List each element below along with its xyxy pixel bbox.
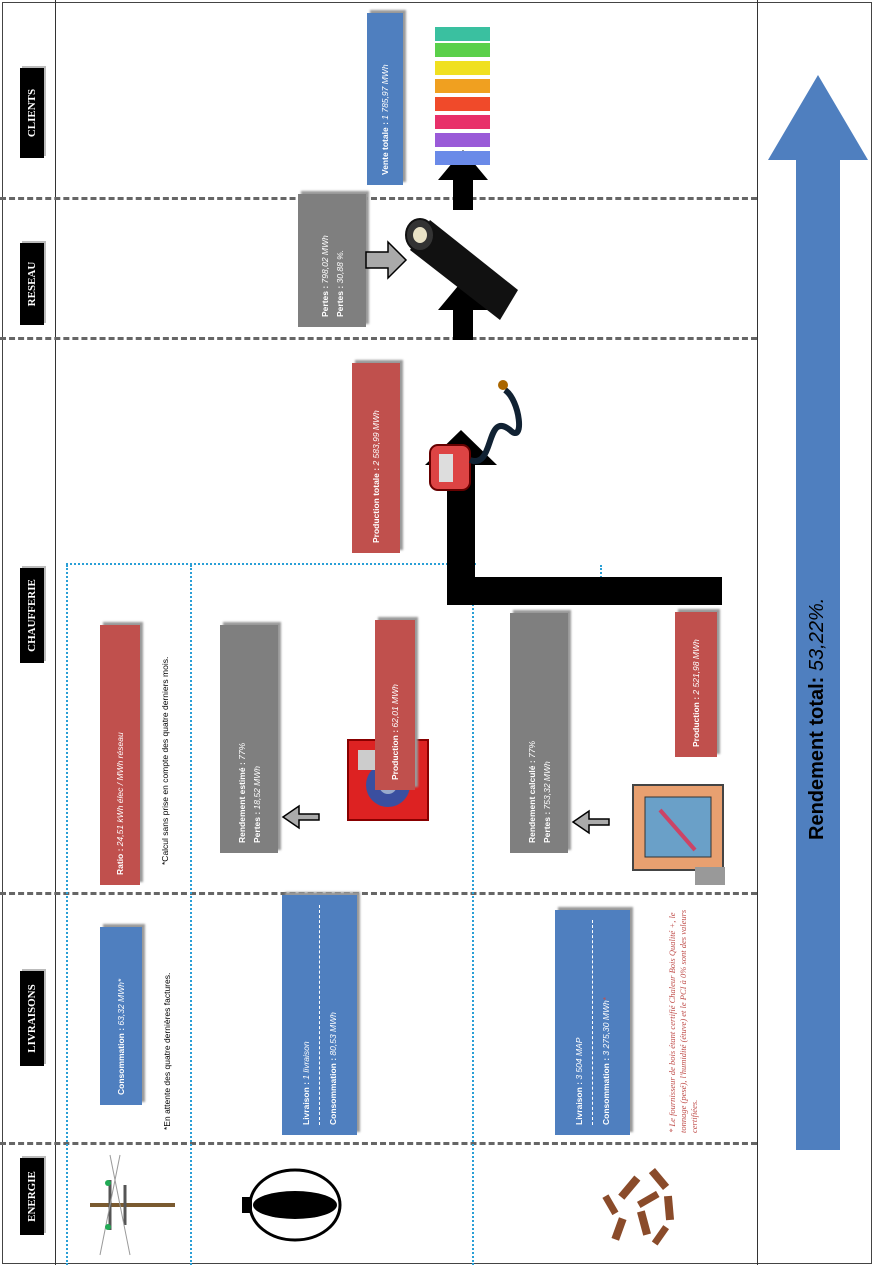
- fioul-production-value: 62,01 MWh: [390, 684, 400, 728]
- header-livraisons: LIVRAISONS: [20, 971, 44, 1066]
- power-pole-icon: [90, 1154, 175, 1256]
- header-reseau: RESEAU: [20, 243, 44, 325]
- reseau-pertes2-value: 30,88 %.: [334, 249, 345, 284]
- insulated-pipe-icon: [405, 218, 518, 320]
- elec-note: *En attente des quatre dernières facture…: [162, 972, 172, 1130]
- bois-production-box: Production : 2 521,98 MWh: [675, 612, 717, 757]
- bois-conso-value: 3 275,30 MWh: [601, 1000, 611, 1056]
- fioul-rendement-value: 77%: [236, 742, 247, 760]
- header-separator: [55, 0, 56, 1265]
- fuel-tank-icon: [242, 1168, 342, 1242]
- dotted-divider: [66, 563, 476, 565]
- wood-boiler-icon: [632, 784, 725, 885]
- fioul-production-label: Production :: [390, 727, 400, 780]
- reseau-loss-arrow: [365, 240, 408, 280]
- bois-loss-arrow: [571, 809, 610, 835]
- column-divider: [0, 1142, 757, 1145]
- reseau-pertes1-value: 798,02 MWh: [319, 235, 330, 284]
- fioul-pertes-label: Pertes :: [251, 809, 262, 843]
- elec-conso-value: 63,32 MWh*: [116, 978, 126, 1026]
- rendement-total-text: Rendement total: 53,22%.: [806, 598, 829, 840]
- bois-footnote: * Le fournisseur de bois étant certifié …: [667, 909, 699, 1133]
- dotted-divider: [472, 565, 474, 1265]
- heat-meter-icon: [429, 380, 523, 491]
- bois-livraison-value: 3 504 MAP: [574, 1037, 584, 1080]
- reseau-pertes-box: Pertes : 798,02 MWh Pertes : 30,88 %.: [298, 194, 366, 327]
- production-totale-label: Production totale :: [371, 465, 381, 543]
- bois-production-label: Production :: [691, 694, 701, 747]
- dotted-divider: [190, 565, 192, 1265]
- vente-totale-box: Vente totale : 1 785,97 MWh: [367, 13, 403, 185]
- production-totale-value: 2 583,99 MWh: [371, 410, 381, 466]
- bois-conso-label: Consommation :: [601, 1055, 611, 1125]
- reseau-pertes1-label: Pertes :: [319, 283, 330, 317]
- vente-label: Vente totale :: [380, 119, 390, 175]
- elec-consumption-box: Consommation : 63,32 MWh*: [100, 927, 142, 1105]
- rendement-total-arrow: [768, 75, 868, 1150]
- fioul-delivery-box: Livraison : 1 livraison Consommation : 8…: [282, 895, 357, 1135]
- dotted-divider: [66, 565, 68, 1265]
- fioul-conso-label: Consommation :: [328, 1055, 338, 1125]
- ratio-value: 24,51 kWh élec / MWh réseau: [115, 732, 125, 847]
- fioul-conso-value: 80,53 MWh: [328, 1012, 338, 1056]
- fioul-livraison-value: 1 livraison: [301, 1041, 311, 1080]
- bois-production-value: 2 521,98 MWh: [691, 639, 701, 695]
- fioul-loss-arrow: [281, 804, 320, 830]
- header-chaufferie: CHAUFFERIE: [20, 568, 44, 663]
- rendement-total-value: 53,22%.: [806, 597, 828, 672]
- flow-arrow: [438, 150, 488, 210]
- bois-rendement-value: 77%: [526, 740, 537, 758]
- ratio-box: Ratio : 24,51 kWh élec / MWh réseau: [100, 625, 140, 885]
- summary-separator: [757, 0, 758, 1265]
- column-divider: [0, 337, 757, 340]
- column-divider: [0, 892, 757, 895]
- fioul-rendement-box: Rendement estimé : 77% Pertes : 18,52 MW…: [220, 625, 278, 853]
- bois-rendement-label: Rendement calculé :: [526, 757, 537, 843]
- bois-delivery-box: Livraison : 3 504 MAP Consommation : 3 2…: [555, 910, 630, 1135]
- wood-chips-icon: [602, 1168, 675, 1246]
- fioul-livraison-label: Livraison :: [301, 1079, 311, 1125]
- vente-value: 1 785,97 MWh: [380, 64, 390, 120]
- clients-people-icon: [435, 27, 490, 165]
- ratio-note: *Calcul sans prise en compte des quatre …: [160, 656, 170, 865]
- production-totale-box: Production totale : 2 583,99 MWh: [352, 363, 400, 553]
- bois-rendement-box: Rendement calculé : 77% Pertes : 753,32 …: [510, 613, 568, 853]
- column-divider: [0, 197, 757, 200]
- fioul-rendement-label: Rendement estimé :: [236, 759, 247, 843]
- fioul-pertes-value: 18,52 MWh: [251, 765, 262, 810]
- header-energie: ENERGIE: [20, 1158, 44, 1235]
- fioul-production-box: Production : 62,01 MWh: [375, 620, 415, 790]
- rendement-total-label: Rendement total:: [806, 671, 828, 840]
- ratio-label: Ratio :: [115, 846, 125, 875]
- merge-arrow: [425, 430, 722, 605]
- header-clients: CLIENTS: [20, 68, 44, 158]
- elec-conso-label: Consommation :: [116, 1025, 126, 1095]
- bois-pertes-value: 753,32 MWh: [541, 761, 552, 810]
- bois-pertes-label: Pertes :: [541, 809, 552, 843]
- bois-livraison-label: Livraison :: [574, 1079, 584, 1125]
- reseau-pertes2-label: Pertes :: [334, 283, 345, 317]
- bois-conso-star: *: [601, 996, 611, 1001]
